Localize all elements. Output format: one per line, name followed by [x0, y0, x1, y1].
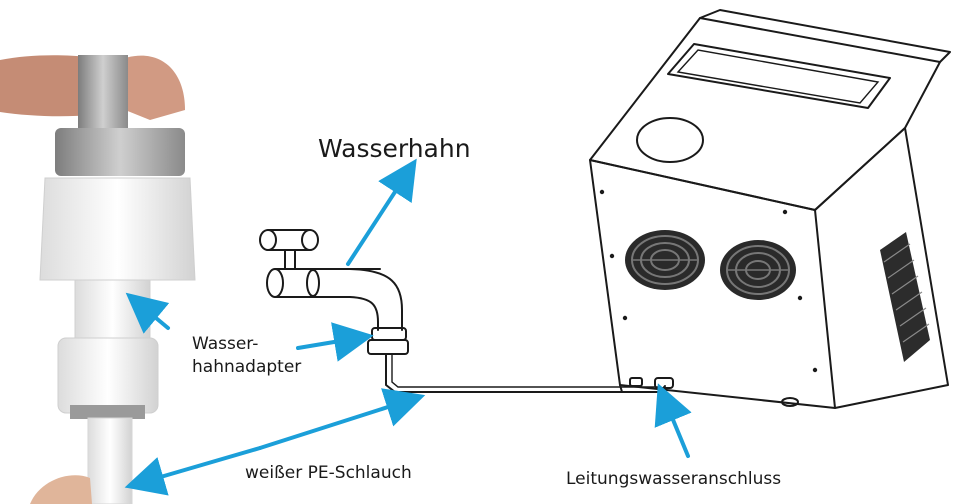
metal-nut [55, 128, 185, 176]
hose-arrow-to-photo [140, 448, 260, 483]
hose-label: weißer PE-Schlauch [245, 463, 412, 483]
hose-arrow-to-diagram [260, 400, 410, 448]
metal-fitting [78, 55, 128, 130]
ice-maker-line-drawing [590, 10, 950, 408]
inlet-arrow [664, 398, 688, 456]
hose-adapter-photo [0, 55, 195, 504]
adapter-neck [75, 280, 150, 340]
arrows [138, 172, 688, 483]
faucet-label: Wasserhahn [318, 134, 471, 163]
finger-shape [125, 56, 185, 120]
faucet-arrow [348, 172, 408, 264]
quick-connector [58, 338, 158, 413]
adapter-label-line2: hahnadapter [192, 357, 301, 377]
white-adapter-body [40, 178, 195, 280]
pe-hose-photo [88, 418, 132, 504]
adapter-label-line1: Wasser- [192, 334, 258, 354]
lid-button [637, 118, 703, 162]
fan-grille-icon [720, 240, 796, 300]
finger-shape [30, 475, 92, 504]
inlet-label: Leitungswasseranschluss [566, 469, 781, 489]
side-vent-grille [880, 232, 930, 362]
faucet-line-drawing [260, 230, 665, 392]
connector-ring [70, 405, 145, 419]
adapter-arrow-to-faucet [298, 338, 358, 348]
fan-grille-icon [625, 230, 705, 290]
